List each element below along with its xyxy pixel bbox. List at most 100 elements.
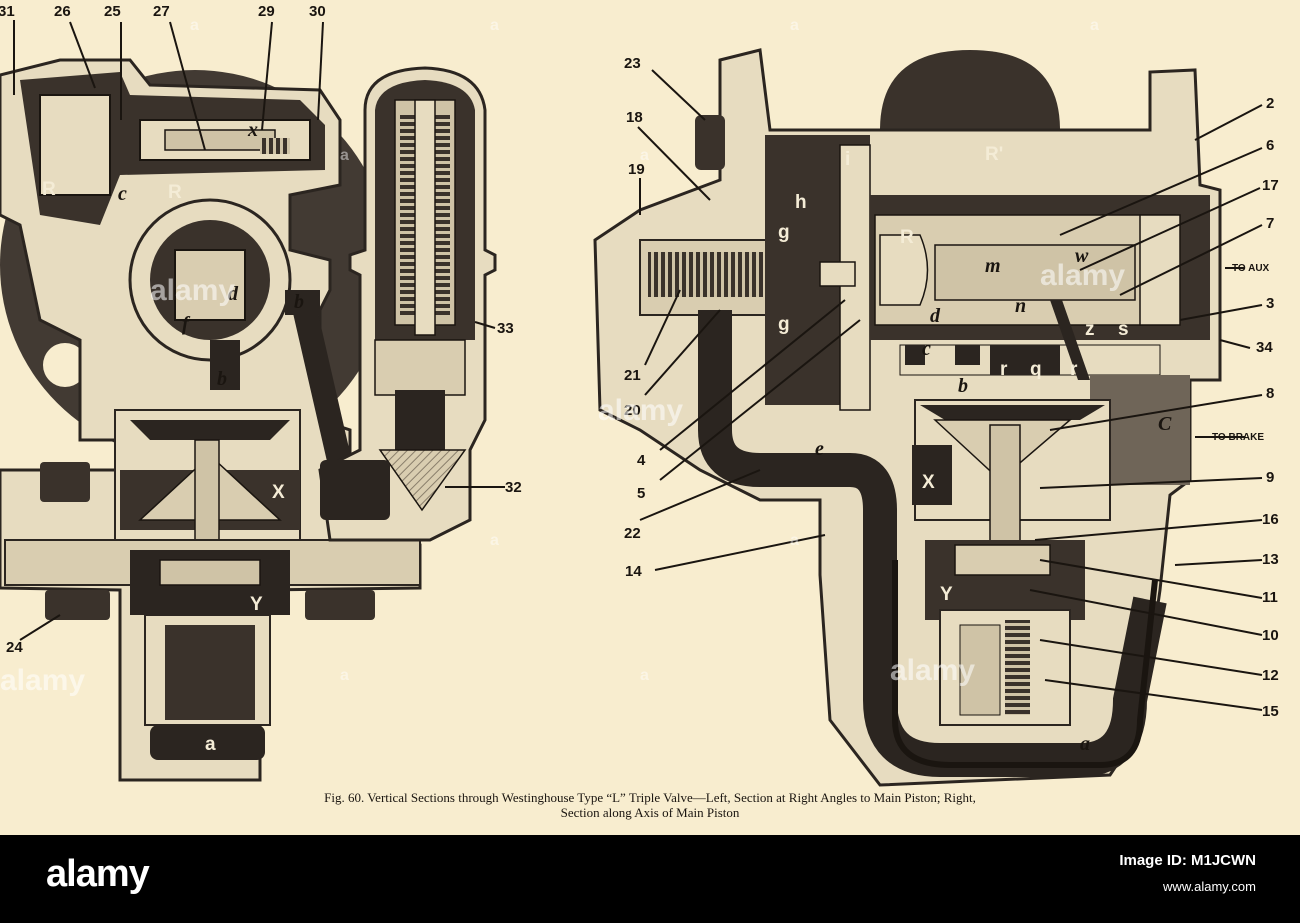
right-label-17: 17 [1262,177,1279,194]
right-label-12: 12 [1262,667,1279,684]
right-letter-m: m [985,255,1001,277]
right-letter-i: i [845,149,850,170]
watermark-mark-3: a [1090,17,1099,34]
left-label-26: 26 [54,3,71,20]
right-letter-R-prime: R' [985,144,1003,165]
watermark-mark-6: a [640,667,649,684]
right-letter-h: h [795,192,807,213]
right-label-7: 7 [1266,215,1274,232]
triple-valve-diagram: 31 26 25 27 29 30 33 32 24 23 18 19 21 2… [0,3,1279,787]
right-leader-lines [637,69,1263,711]
watermark-mark-8: a [190,17,199,34]
right-label-22: 22 [624,525,641,542]
left-label-24: 24 [6,639,23,656]
watermark-text-2: alamy [598,394,683,427]
watermark-mark-5: a [790,532,799,549]
right-label-13: 13 [1262,551,1279,568]
left-letter-b-2: b [217,368,227,390]
left-letter-labels: R c R x d f b b X Y a [42,119,304,755]
stock-footer-bar [0,835,1300,923]
caption-line-1: Fig. 60. Vertical Sections through Westi… [324,790,976,805]
right-letter-d: d [930,305,941,327]
right-letter-r-2: r [1070,359,1078,380]
right-letter-g-2: g [778,314,790,335]
left-label-29: 29 [258,3,275,20]
note-to-brake: TO BRAKE [1212,432,1264,443]
left-label-33: 33 [497,320,514,337]
right-label-14: 14 [625,563,642,580]
right-label-18: 18 [626,109,643,126]
right-label-23: 23 [624,55,641,72]
watermark: alamy alamy alamy alamy alamy a a a a a … [0,17,1125,697]
left-leader-lines [13,20,505,641]
caption-line-2: Section along Axis of Main Piston [560,805,740,820]
watermark-text-5: alamy [0,664,85,697]
right-label-34: 34 [1256,339,1273,356]
watermark-text-1: alamy [150,274,235,307]
right-letter-a: a [1080,733,1090,755]
watermark-mark-4: a [490,532,499,549]
left-letter-d: d [228,283,239,305]
left-section [0,58,497,782]
watermark-text-3: alamy [1040,259,1125,292]
right-letter-q: q [1030,359,1042,380]
right-letter-X: X [922,472,935,493]
right-letter-Y: Y [940,584,953,605]
right-label-10: 10 [1262,627,1279,644]
left-letter-R-2: R [168,182,182,203]
left-label-27: 27 [153,3,170,20]
watermark-text-4: alamy [890,654,975,687]
figure-caption: Fig. 60. Vertical Sections through Westi… [0,790,1300,820]
image-id-block: Image ID: M1JCWN www.alamy.com [1119,848,1256,900]
right-letter-r-1: r [1000,359,1008,380]
right-letter-n: n [1015,295,1026,317]
right-letter-z: z [1085,319,1095,340]
right-label-5: 5 [637,485,645,502]
right-top-boss [880,50,1060,130]
alamy-logo[interactable]: alamy [46,853,150,895]
left-letter-c: c [118,183,127,205]
image-id: Image ID: M1JCWN [1119,852,1256,869]
left-letter-R-1: R [42,179,56,200]
watermark-mark-2: a [790,17,799,34]
right-letter-s: s [1118,319,1129,340]
right-letter-g-1: g [778,222,790,243]
left-letter-x: x [247,119,258,141]
left-letter-X: X [272,482,285,503]
watermark-mark-7: a [340,667,349,684]
right-label-21: 21 [624,367,641,384]
right-label-9: 9 [1266,469,1274,486]
right-label-19: 19 [628,161,645,178]
left-letter-a: a [205,734,216,755]
right-label-4: 4 [637,452,646,469]
right-label-6: 6 [1266,137,1274,154]
right-label-8: 8 [1266,385,1274,402]
right-letter-w: w [1075,245,1089,267]
right-letter-b: b [958,375,968,397]
left-part-labels: 31 26 25 27 29 30 33 32 24 [0,3,522,656]
left-label-32: 32 [505,479,522,496]
left-label-25: 25 [104,3,121,20]
right-letter-R: R [900,227,914,248]
right-label-2: 2 [1266,95,1274,112]
left-label-31: 31 [0,3,15,20]
right-letter-c: c [922,338,931,360]
right-passage-e [698,310,1167,777]
right-letter-e: e [815,438,824,460]
watermark-mark-9: a [640,147,649,164]
right-letter-labels: R' i h g g R m w d n c b r q r z s C e X… [778,144,1172,755]
left-letter-f: f [182,313,191,335]
right-label-11: 11 [1262,589,1278,606]
note-to-aux: TO AUX [1232,263,1270,274]
left-label-30: 30 [309,3,326,20]
site-url[interactable]: www.alamy.com [1163,879,1256,894]
left-letter-Y: Y [250,594,263,615]
right-label-15: 15 [1262,703,1279,720]
right-label-20: 20 [624,402,641,419]
right-label-16: 16 [1262,511,1279,528]
right-part-labels: 23 18 19 21 20 4 5 22 14 2 6 17 7 3 34 8… [624,55,1279,720]
watermark-mark-10: a [340,147,349,164]
right-letter-C: C [1158,413,1172,435]
watermark-mark-1: a [490,17,499,34]
right-label-3: 3 [1266,295,1274,312]
